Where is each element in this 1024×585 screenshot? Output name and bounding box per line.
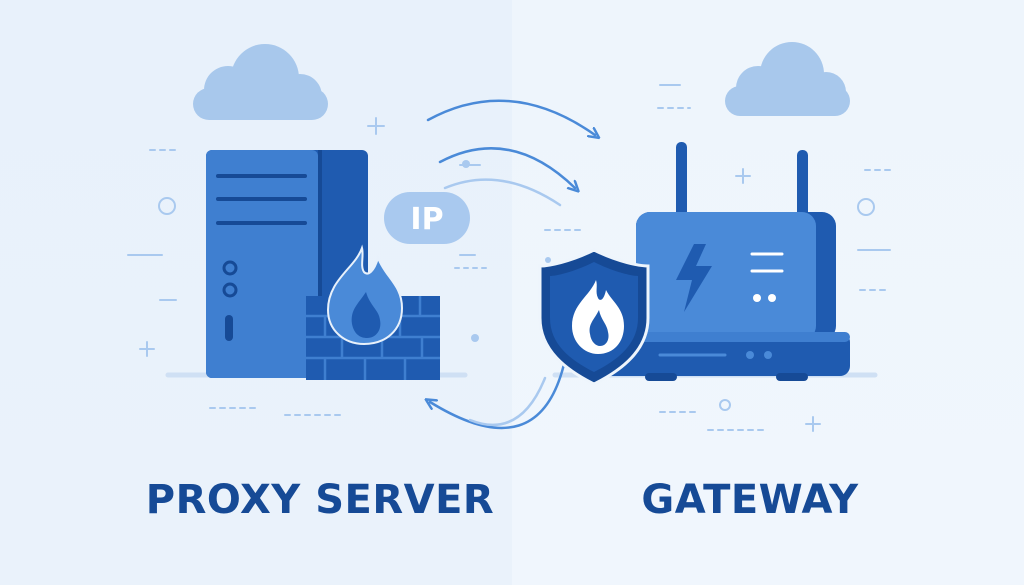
- proxy-server-label: PROXY SERVER: [145, 477, 495, 523]
- flame-icon-shield: [572, 280, 624, 354]
- ip-badge: IP: [384, 192, 470, 244]
- shield-icon: [538, 248, 650, 386]
- router-icon: [600, 142, 850, 381]
- cloud-icon-left: [193, 44, 328, 120]
- cloud-icon-right: [725, 42, 850, 116]
- lightning-icon: [676, 244, 712, 312]
- flame-icon-firewall: [326, 244, 404, 346]
- gateway-label: GATEWAY: [641, 477, 859, 523]
- ip-badge-label: IP: [410, 202, 443, 237]
- arrow-icon-flows: [428, 99, 595, 430]
- dots: [462, 160, 551, 342]
